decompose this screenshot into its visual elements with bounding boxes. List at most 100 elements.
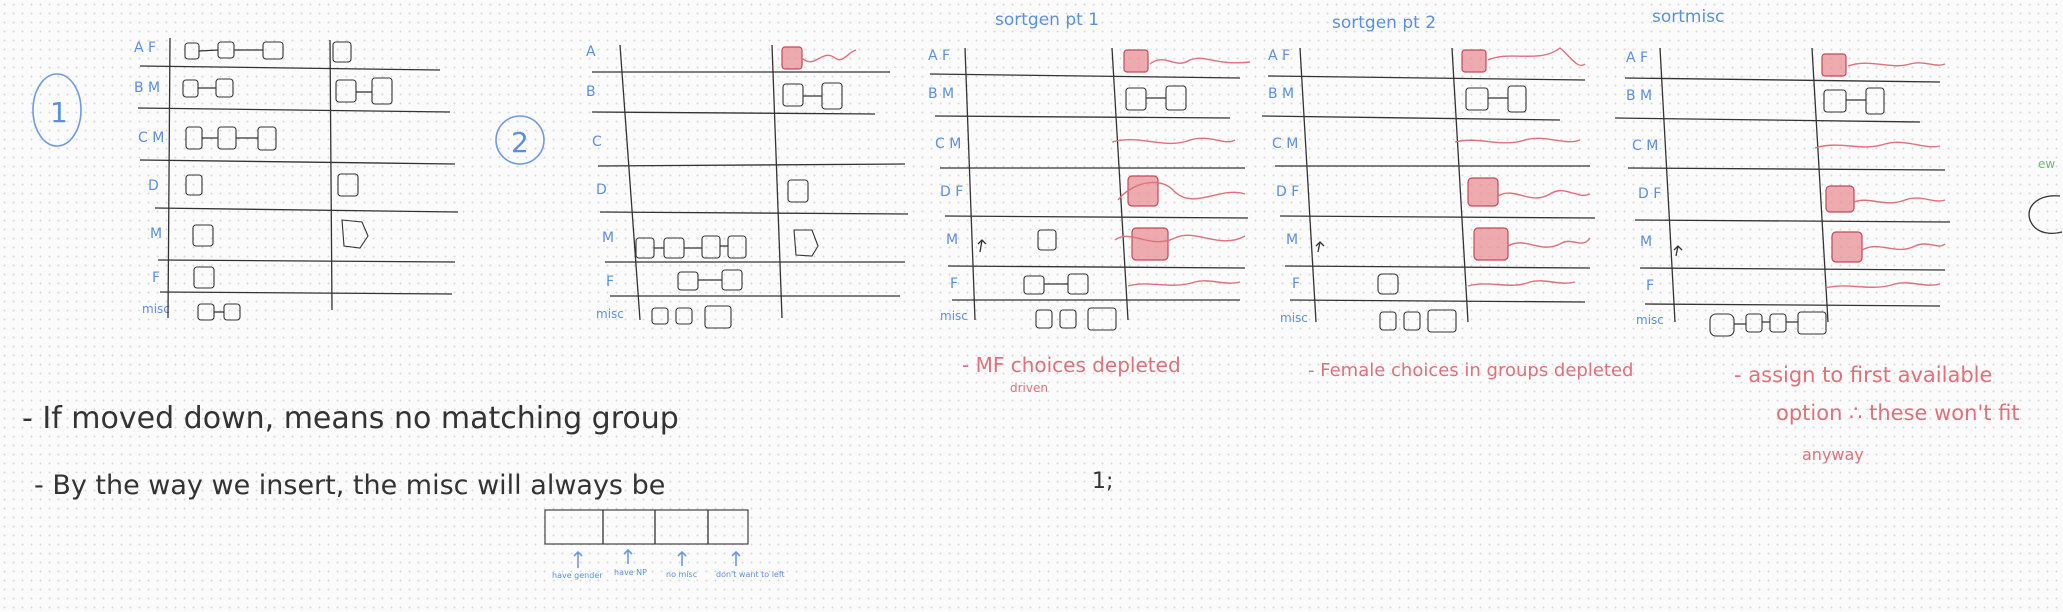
stray-mark: 1;: [1092, 469, 1113, 494]
array-label-4: don't want to left: [716, 570, 785, 579]
node-box-highlighted: [1123, 49, 1149, 73]
panel-3-note: - MF choices depleted: [962, 353, 1181, 377]
node-box: [182, 79, 199, 98]
node-box: [727, 235, 747, 259]
node-box: [335, 79, 357, 103]
panel-4-row-divider: [1289, 299, 1586, 303]
panel-4-row-label-a: A F: [1268, 48, 1290, 64]
note-line-2: - By the way we insert, the misc will al…: [34, 470, 665, 501]
diagram-2-row-divider: [599, 211, 909, 215]
node-box: [663, 237, 685, 259]
panel-3-row-label-c: C M: [935, 136, 961, 152]
diagram-1-row-divider: [154, 207, 459, 213]
node-box: [217, 126, 237, 150]
edge-mark-text: ew: [2038, 157, 2055, 171]
node-box-irregular: [341, 219, 369, 249]
panel-3-row-divider: [944, 215, 1249, 219]
node-box: [217, 41, 235, 59]
node-box-highlighted: [1821, 53, 1847, 77]
panel-5-row-label-b: B M: [1626, 88, 1652, 104]
panel-4-row-label-d: D F: [1276, 184, 1299, 200]
node-box: [1023, 275, 1045, 295]
panel-5-row-divider: [1627, 167, 1946, 171]
node-box: [1865, 87, 1885, 115]
node-box-misc: [1769, 313, 1787, 333]
panel-3-row-divider: [947, 265, 1246, 269]
panel-5-vertical-line: [1659, 47, 1676, 323]
panel-4-vertical-line: [1299, 47, 1317, 323]
node-box-misc: [1745, 313, 1763, 333]
arrow-up: [1673, 245, 1683, 257]
panel-5-row-label-m: M: [1640, 234, 1652, 250]
node-box-misc: [1427, 309, 1457, 333]
panel-4-row-label-misc: misc: [1280, 311, 1308, 325]
panel-3-note-small: driven: [1010, 381, 1048, 395]
scribble: [1454, 137, 1581, 144]
panel-4-row-divider: [1267, 75, 1586, 81]
node-box: [1465, 87, 1489, 111]
panel-sortgen-pt1: sortgen pt 1 A F B M C M D F M F misc: [928, 10, 1251, 395]
panel-4-row-divider: [1284, 265, 1591, 269]
panel-5-row-label-d: D F: [1638, 186, 1661, 202]
scribble: [1497, 189, 1591, 199]
scribble: [801, 49, 857, 63]
array-drawing: [544, 509, 749, 545]
scribble: [1117, 181, 1246, 201]
node-link: [198, 49, 263, 52]
scribble: [1824, 282, 1941, 289]
diagram-1-row-label-misc: misc: [142, 302, 170, 316]
node-box: [821, 82, 843, 110]
note-line-1: - If moved down, means no matching group: [22, 401, 679, 436]
panel-4-row-label-c: C M: [1272, 136, 1298, 152]
panel-5-row-divider: [1614, 117, 1921, 123]
diagram-1-row-divider: [159, 291, 453, 295]
node-box-highlighted: [1461, 49, 1487, 73]
array-arrow: [731, 550, 741, 566]
diagram-2-row-label-a: A: [586, 44, 596, 60]
panel-5-row-label-f: F: [1646, 278, 1654, 294]
panel-3-title: sortgen pt 1: [995, 10, 1099, 30]
node-box: [185, 126, 203, 150]
diagram-2-number: 2: [511, 126, 529, 159]
node-box-highlighted: [781, 46, 803, 70]
scribble: [1111, 137, 1236, 145]
node-box-misc: [651, 307, 669, 325]
node-box-misc: [197, 303, 215, 321]
node-box: [257, 126, 277, 151]
diagram-1-row-label-f: F: [152, 270, 160, 286]
diagram-1-number-circle: [32, 73, 82, 147]
edge-mark-shape: [2028, 195, 2063, 234]
panel-3-row-label-b: B M: [928, 86, 954, 102]
node-box-highlighted: [1131, 227, 1169, 261]
node-box-misc: [1709, 313, 1735, 337]
node-box: [1507, 85, 1527, 113]
array-arrow: [623, 548, 633, 564]
node-box: [371, 77, 393, 105]
diagram-1-row-divider: [139, 159, 456, 165]
arrow-up: [1315, 241, 1325, 253]
node-box: [782, 83, 804, 107]
notes: - If moved down, means no matching group…: [22, 401, 1113, 580]
scribble: [1467, 280, 1576, 287]
panel-5-note-line-2: option ∴ these won't fit: [1776, 401, 2020, 425]
node-box: [1165, 85, 1187, 111]
diagram-1-row-label-a: A F: [134, 40, 156, 56]
node-box: [787, 179, 809, 203]
diagram-2: 2 A B C D M F misc: [495, 44, 909, 329]
panel-4-row-label-b: B M: [1268, 86, 1294, 102]
scribble: [1149, 57, 1251, 65]
node-box-irregular: [793, 229, 819, 257]
panel-5-row-divider: [1624, 77, 1941, 83]
panel-5-row-label-misc: misc: [1636, 313, 1664, 327]
diagram-1-row-divider: [137, 107, 451, 113]
panel-sortmisc: sortmisc A F B M C M D F M F misc - as: [1614, 7, 2020, 464]
node-box: [701, 235, 721, 259]
node-link: [654, 245, 728, 249]
diagram-2-row-label-b: B: [586, 84, 596, 100]
diagram-2-row-label-d: D: [596, 182, 607, 198]
node-box: [185, 174, 203, 196]
diagram-1-row-label-b: B M: [134, 80, 160, 96]
panel-5-row-divider: [1634, 219, 1951, 223]
edge-mark: ew: [2028, 157, 2063, 234]
